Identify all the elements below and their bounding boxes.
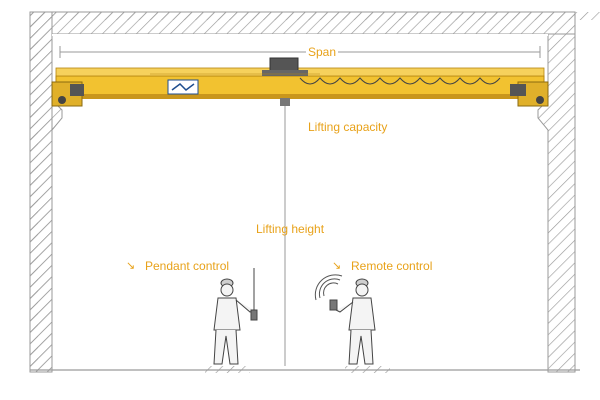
crane-girder [51, 57, 549, 107]
roof-inner [52, 34, 548, 36]
building-structure [29, 11, 600, 373]
cable-festoon [299, 77, 501, 85]
lifting-capacity-label: Lifting capacity [308, 120, 388, 134]
hook-block [280, 98, 290, 106]
left-wall-hatch [29, 11, 63, 373]
operator-pendant [205, 268, 258, 373]
roof-hatch [29, 11, 576, 373]
operator-remote [314, 274, 390, 373]
lifting-height-label: Lifting height [256, 222, 325, 236]
left-wall [30, 12, 600, 372]
pendant-arrow-icon: ↘ [126, 260, 136, 272]
remote-control-label: Remote control [351, 259, 433, 273]
remote-arrow-icon: ↘ [332, 260, 342, 272]
pendant-control-label: Pendant control [145, 259, 230, 273]
signal-waves-icon [314, 274, 343, 301]
span-dimension [59, 46, 541, 58]
span-label: Span [306, 45, 339, 59]
